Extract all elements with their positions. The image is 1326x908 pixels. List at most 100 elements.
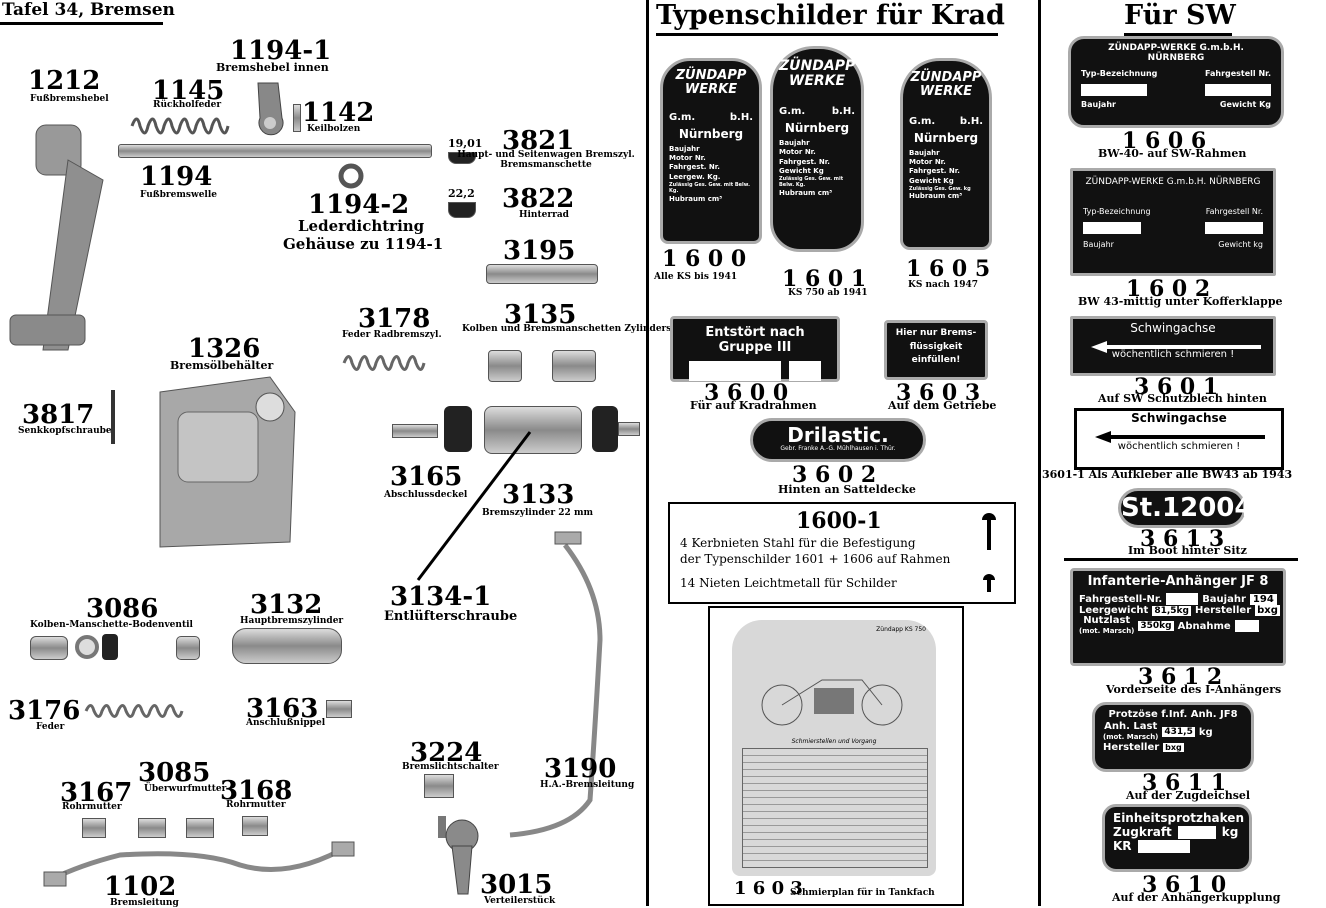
arrow-left-icon — [1095, 431, 1265, 443]
plate-3612: Infanterie-Anhänger JF 8 Fahrgestell-Nr.… — [1070, 568, 1286, 666]
arrow-left-icon — [1091, 341, 1261, 353]
plate-3601-1-caption: 3601-1 Als Aufkleber alle BW43 ab 1943 — [1042, 468, 1293, 481]
rear-brake-line-image — [509, 531, 603, 838]
nut-3085-left-image — [138, 818, 166, 838]
brake-line-1102-image — [43, 841, 355, 887]
part-1326-number: 1326 — [188, 334, 261, 364]
part-3167-label: Rohrmutter — [62, 802, 122, 812]
plate-3612-number: 3 6 1 2 — [1138, 664, 1223, 690]
divider-left — [646, 0, 649, 906]
part-1142-number: 1142 — [302, 98, 375, 128]
rivet-light-icon — [983, 574, 995, 592]
part-1212-label: Fußbremshebel — [30, 94, 109, 104]
housing-note: Gehäuse zu 1194-1 — [283, 235, 444, 253]
brake-fluid-reservoir-image — [159, 376, 296, 548]
plate-1606-caption: BW-40- auf SW-Rahmen — [1098, 147, 1247, 160]
part-3015-number: 3015 — [480, 870, 553, 900]
part-3195-image — [486, 264, 598, 284]
part-3132-number: 3132 — [250, 590, 323, 620]
section-krad-underline — [656, 33, 998, 36]
bleed-bolt-right-image — [618, 422, 640, 436]
part-3817-label: Senkkopfschraube — [18, 426, 112, 436]
part-1145-label: Rückholfeder — [153, 100, 222, 110]
plate-3601-1: Schwingachse wöchentlich schmieren ! — [1074, 408, 1284, 470]
part-3817-number: 3817 — [22, 400, 95, 430]
part-3822-label: Hinterrad — [519, 210, 569, 220]
plate-3610-number: 3 6 1 0 — [1142, 872, 1227, 898]
foot-brake-shaft-image — [118, 144, 432, 158]
part-3165-label: Abschlussdeckel — [384, 490, 468, 500]
plate-3611-number: 3 6 1 1 — [1142, 770, 1227, 796]
part-3168-label: Rohrmutter — [226, 800, 286, 810]
seal-3086-image — [102, 634, 118, 660]
part-3134-1-number: 3134-1 — [390, 582, 492, 612]
part-3195-number: 3195 — [503, 236, 576, 266]
part-3224-number: 3224 — [410, 738, 483, 768]
cup-3086-image — [75, 635, 99, 659]
part-3163-label: Anschlußnippel — [246, 718, 326, 728]
cup-3822-image — [448, 202, 476, 218]
plate-1603-number: 1 6 0 3 — [734, 878, 803, 899]
master-cylinder-image — [232, 628, 342, 664]
plate-3602-caption: Hinten an Satteldecke — [778, 483, 916, 496]
plate-3600-number: 3 6 0 0 — [704, 380, 789, 406]
plate-3613: St.12004 — [1118, 488, 1253, 528]
page-title: Tafel 34, Bremsen — [2, 0, 175, 20]
part-1194-1-number: 1194-1 — [230, 36, 332, 66]
plate-3601: Schwingachse wöchentlich schmieren ! — [1070, 316, 1276, 376]
plate-3612-caption: Vorderseite des I-Anhängers — [1106, 683, 1282, 696]
plate-3601-number: 3 6 0 1 — [1134, 374, 1219, 400]
wheel-cyl-spring-image — [342, 355, 426, 371]
plate-1603: Zündapp KS 750 Schmierstellen und Vorgan… — [732, 620, 936, 876]
part-3822-number: 3822 — [502, 184, 575, 214]
part-3176-number: 3176 — [8, 696, 81, 726]
plate-1602-number: 1 6 0 2 — [1126, 276, 1211, 302]
plate-3600: Entstört nach Gruppe III — [670, 316, 840, 382]
nut-3168-image — [242, 816, 268, 836]
dim-3822: 22,2 — [448, 187, 475, 200]
plate-1606-number: 1 6 0 6 — [1122, 128, 1207, 154]
plate-1603-caption: Schmierplan für in Tankfach — [790, 888, 935, 898]
part-3165-number: 3165 — [390, 462, 463, 492]
leather-seal-ring-image — [338, 163, 364, 189]
part-3163-number: 3163 — [246, 694, 319, 724]
part-1212-number: 1212 — [28, 66, 101, 96]
part-3178-label: Feder Radbremszyl. — [342, 330, 442, 340]
plate-1602: ZÜNDAPP-WERKE G.m.b.H. NÜRNBERG Typ-Beze… — [1070, 168, 1276, 276]
nut-3167-image — [82, 818, 106, 838]
plate-1600-caption: Alle KS bis 1941 — [654, 272, 738, 282]
wheel-cylinder-image — [484, 406, 582, 454]
part-3178-number: 3178 — [358, 304, 431, 334]
divider-right — [1038, 0, 1041, 906]
part-1194-label: Fußbremswelle — [140, 190, 218, 200]
rivet-steel-icon — [982, 513, 996, 550]
rivets-1600-1-box: 1600-1 4 Kerbnieten Stahl für die Befest… — [668, 502, 1016, 604]
return-spring-image — [130, 117, 230, 135]
plate-1606: ZÜNDAPP-WERKE G.m.b.H. NÜRNBERG Typ-Beze… — [1068, 36, 1284, 128]
part-1194-1-label: Bremshebel innen — [216, 61, 329, 74]
part-3168-number: 3168 — [220, 776, 293, 806]
part-3086-number: 3086 — [86, 594, 159, 624]
plate-3603-caption: Auf dem Getriebe — [888, 399, 997, 412]
spring-3176-image — [84, 704, 184, 718]
countersunk-screw-image — [111, 390, 115, 444]
part-1102-label: Bremsleitung — [110, 898, 179, 908]
piston-3086-image — [30, 636, 68, 660]
plate-3611: Protzöse f.Inf. Anh. JF8 Anh. Last(mot. … — [1092, 702, 1254, 772]
piston-right-image — [552, 350, 596, 382]
plate-3613-number: 3 6 1 3 — [1140, 526, 1225, 552]
plate-1605-caption: KS nach 1947 — [908, 280, 979, 290]
part-3133-number: 3133 — [502, 480, 575, 510]
part-3224-label: Bremslichtschalter — [402, 762, 499, 772]
plate-3602: Drilastic. Gebr. Franke A.-G. Mühlhausen… — [750, 418, 926, 462]
section-sw-underline — [1124, 33, 1232, 36]
key-bolt-image — [293, 104, 301, 132]
part-3176-label: Feder — [36, 722, 65, 732]
